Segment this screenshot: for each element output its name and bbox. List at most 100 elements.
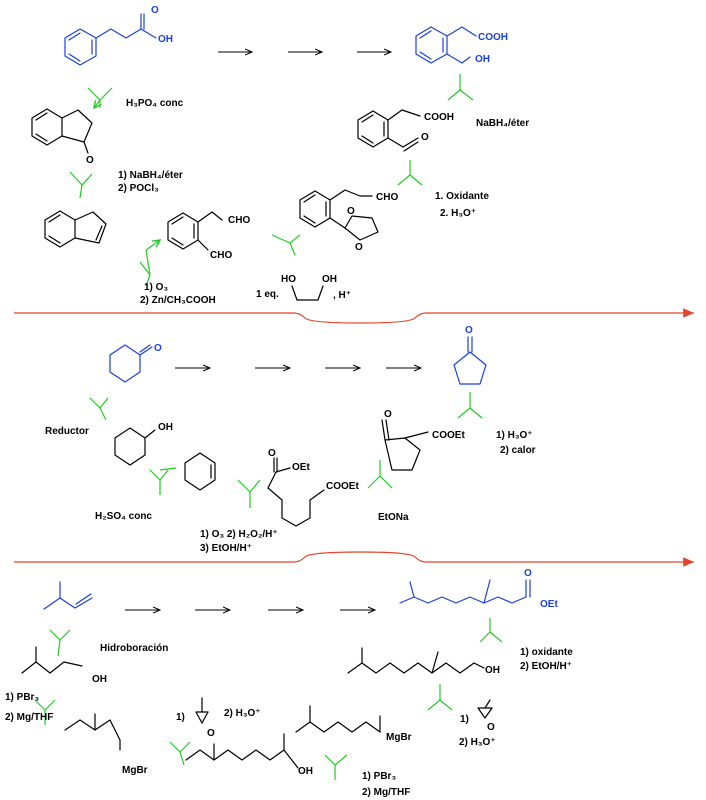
retro-arrow [457, 392, 483, 419]
reagent-mgthf-2: 2) Mg/THF [362, 787, 410, 798]
epoxide1-step1: 1) [176, 712, 185, 723]
target-ethyl-ester: O OEt [399, 568, 558, 610]
diester-O: O [268, 448, 276, 459]
dialdehyde-CHO-bottom: CHO [210, 250, 232, 261]
target-OH: OH [475, 54, 490, 65]
alcohol1-OH: OH [92, 674, 107, 685]
target-ester-O: O [524, 568, 532, 579]
diol-OH: OH [322, 274, 337, 285]
acid-carbonyl-O: O [151, 5, 159, 16]
retro-arrow [49, 629, 71, 657]
diol-HO: HO [281, 274, 296, 285]
reagent-oxidante: 1. Oxidante [435, 191, 489, 202]
reagent-pocl3: 2) POCl₃ [118, 183, 159, 194]
reagent-pbr3-2: 1) PBr₃ [362, 771, 396, 782]
reagent-hplus: , H⁺ [333, 290, 351, 301]
ethyl-oxocyclopentanecarboxylate: O COOEt [381, 409, 465, 471]
cyclohexanol-OH: OH [158, 422, 173, 433]
reagent-oxidante-3: 1) oxidante [520, 647, 573, 658]
reagent-mgthf-1: 2) Mg/THF [5, 712, 53, 723]
alcohol2-OH: OH [298, 766, 313, 777]
indanone-O: O [86, 155, 94, 166]
epoxide2-O: O [487, 722, 495, 733]
grignard2-MgBr: MgBr [386, 732, 412, 743]
cyclohexanone: O [109, 343, 162, 383]
retro-arrow [149, 467, 177, 495]
reagent-o3-h2o2: 1) O₃ 2) H₂O₂/H⁺ [200, 529, 278, 540]
acid-aldehyde: COOH O [357, 109, 454, 152]
cyclohexanol: OH [114, 422, 173, 466]
reagent-hydroboration: Hidroboración [100, 643, 168, 654]
indanone: O [31, 108, 94, 166]
retro-arrow [367, 460, 393, 489]
cyclopentanone-O: O [465, 325, 473, 336]
acetal-aldehyde: CHO O O [299, 189, 398, 253]
acidald-COOH: COOH [424, 112, 454, 123]
epoxide2-step1: 1) [460, 714, 469, 725]
indene [44, 210, 107, 248]
retro-arrow [479, 618, 503, 643]
acidald-O: O [421, 132, 429, 143]
epoxide1-step2: 2) H₃O⁺ [224, 708, 261, 719]
reagent-h2so4: H₂SO₄ conc [95, 511, 152, 522]
retro-arrow [139, 249, 151, 287]
reagent-etoh-3: 2) EtOH/H⁺ [520, 661, 572, 672]
retro-arrow [397, 160, 423, 186]
reagent-nabh4: 1) NaBH₄/éter [118, 170, 183, 181]
reagent-etoh: 3) EtOH/H⁺ [200, 543, 252, 554]
reagent-reductor: Reductor [45, 426, 89, 437]
epoxide1-O: O [207, 728, 215, 739]
diethyl-adipate: O OEt COOEt [267, 448, 359, 527]
grignard-1: MgBr [64, 713, 148, 776]
reagent-calor: 2) calor [500, 445, 536, 456]
retro-arrow [447, 74, 474, 101]
acetal-O1: O [347, 206, 355, 217]
3-methyl-1-butene [43, 581, 93, 610]
retro-arrow [169, 741, 191, 766]
ketoester-O: O [384, 409, 392, 420]
cyclohexanone-O: O [154, 343, 162, 354]
alcohol-2: OH [185, 733, 313, 777]
reagent-1eq: 1 eq. [256, 289, 279, 300]
reagent-h3o-2: 1) H₃O⁺ [496, 430, 533, 441]
target-ester-OEt: OEt [540, 599, 558, 610]
phenyl-dialdehyde: CHO CHO [167, 211, 250, 261]
dialdehyde-CHO-top: CHO [228, 215, 250, 226]
diester-COOEt: COOEt [326, 481, 359, 492]
reagent-etona: EtONa [378, 512, 409, 523]
grignard-2: MgBr [295, 705, 412, 743]
reagent-h3po4: H₃PO₄ conc [126, 98, 184, 109]
target-hydroxymethyl-phenylacetic-acid: COOH OH [415, 26, 508, 65]
retro-arrow [427, 684, 453, 711]
cyclopentanone: O [453, 325, 487, 385]
retro-arrow [69, 171, 93, 199]
grignard1-MgBr: MgBr [122, 765, 148, 776]
target-COOH: COOH [478, 32, 508, 43]
ethylene-glycol: HO OH [281, 274, 337, 301]
section-divider [14, 551, 694, 567]
reagent-o3: 1) O₃ [144, 282, 168, 293]
cyclohexene [184, 452, 216, 491]
reagent-pbr3-1: 1) PBr₃ [5, 692, 39, 703]
epoxide2-step2: 2) H₃O⁺ [459, 737, 496, 748]
reagent-zn: 2) Zn/CH₃COOH [140, 295, 216, 306]
phenylpropanoic-acid: O OH [64, 5, 173, 66]
acetal-CHO: CHO [376, 192, 398, 203]
epoxide-2: O 1) 2) H₃O⁺ [459, 699, 496, 748]
retro-arrow [89, 397, 109, 421]
reagent-nabh4-ether: NaBH₄/éter [476, 118, 529, 129]
retro-arrow [237, 479, 261, 508]
3-methylbutanol: OH [21, 646, 107, 685]
retro-arrow [324, 754, 348, 780]
reagent-h3o: 2. H₃O⁺ [440, 208, 476, 219]
diester-OEt: OEt [292, 462, 310, 473]
acid-OH: OH [158, 34, 173, 45]
retro-arrow [87, 87, 113, 108]
epoxide-1: O 1) 2) H₃O⁺ [176, 697, 261, 739]
acetal-O2: O [355, 242, 363, 253]
ketoester-COOEt: COOEt [432, 430, 465, 441]
section-divider [14, 308, 694, 324]
retro-arrow [34, 699, 56, 725]
